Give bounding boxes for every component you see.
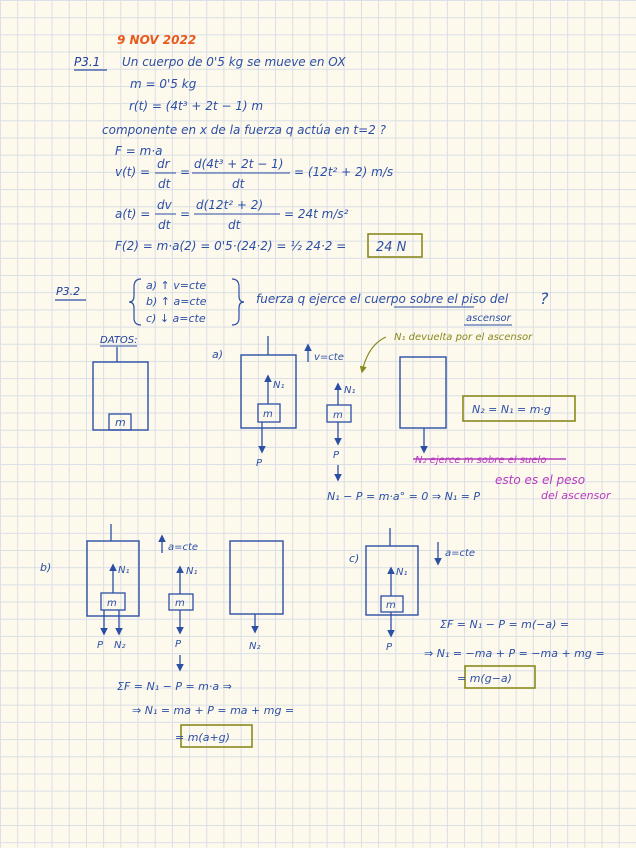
ans-c: = m(g−a): [457, 672, 512, 685]
eq-b1: ΣF = N₁ − P = m·a ⇒: [117, 680, 232, 693]
a-mass-box: [257, 403, 281, 423]
datos-mass-label: m: [115, 416, 126, 429]
a-deriv-den: dt: [228, 218, 242, 232]
fb-normal-label: N₁: [344, 385, 356, 396]
a-frac-num: dv: [157, 198, 173, 212]
fb-mass-label: m: [333, 410, 343, 421]
date-heading: 9 NOV 2022: [117, 33, 196, 47]
fb-weight-label: P: [333, 450, 340, 461]
eq-a: N₁ − P = m·a° = 0 ⇒ N₁ = P: [327, 490, 480, 503]
c-mass-box: [380, 595, 404, 613]
note-n1-arrow: [359, 336, 387, 374]
answer-box: [367, 233, 423, 258]
a-frac-den: dt: [158, 218, 172, 232]
b-weight-label: P: [97, 640, 104, 651]
note-n1: N₁ devuelta por el ascensor: [394, 332, 533, 343]
a-lhs: a(t) =: [115, 207, 150, 221]
b-elevator: [86, 540, 140, 617]
question-mark: ?: [540, 289, 549, 308]
case-c: c) ↓ a=cte: [146, 312, 206, 325]
eq-b2: ⇒ N₁ = ma + P = ma + mg =: [132, 704, 294, 717]
v-deriv-den: dt: [232, 177, 246, 191]
a-weight-label: P: [256, 458, 263, 469]
fb-mass-box: [326, 404, 352, 423]
v-equals: =: [180, 165, 190, 179]
a-deriv-num: d(12t² + 2): [196, 198, 263, 212]
b-lone-elevator: [229, 540, 284, 615]
v-result: = (12t² + 2) m/s: [294, 165, 393, 179]
c-normal-label: N₁: [396, 567, 408, 578]
c-mass-label: m: [386, 600, 396, 611]
lone-elevator: [399, 356, 447, 429]
part-a-label: a): [212, 348, 223, 361]
b-lone-n2-label: N₂: [249, 641, 261, 652]
b-accel-label: a=cte: [168, 542, 198, 553]
p31-position: r(t) = (4t³ + 2t − 1) m: [129, 99, 263, 113]
part-c-label: c): [349, 552, 359, 565]
case-a: a) ↑ v=cte: [146, 279, 206, 292]
eq-c1: ΣF = N₁ − P = m(−a) =: [440, 618, 569, 631]
p32-question: fuerza q ejerce el cuerpo sobre el piso …: [256, 292, 509, 306]
p31-law: F = m·a: [115, 144, 162, 158]
v-lhs: v(t) =: [115, 165, 150, 179]
a-equals: =: [180, 207, 190, 221]
right-brace: [231, 278, 245, 326]
part-b-label: b): [40, 561, 51, 574]
force-line: F(2) = m·a(2) = 0'5·(24·2) = ½ 24·2 =: [115, 239, 346, 253]
ans-c-box: [464, 665, 536, 689]
a-velocity-label: v=cte: [314, 352, 344, 363]
a-elevator: [240, 354, 297, 429]
a-normal-label: N₁: [273, 380, 285, 391]
c-elevator: [365, 545, 419, 616]
b-mass-label: m: [107, 598, 117, 609]
peso-note-1: esto es el peso: [495, 473, 585, 487]
c-accel-label: a=cte: [445, 548, 475, 559]
case-b: b) ↑ a=cte: [146, 295, 207, 308]
v-frac-num: dr: [157, 157, 171, 171]
datos-mass-box: [108, 413, 132, 431]
ans-b: = m(a+g): [175, 731, 230, 744]
strike-note: N₂ ejerce m sobre el suelo: [415, 455, 546, 466]
a-mass-label: m: [263, 409, 273, 420]
eq-c2: ⇒ N₁ = −ma + P = −ma + mg =: [424, 647, 605, 660]
answer-value: 24 N: [376, 240, 407, 255]
a-result: = 24t m/s²: [284, 207, 349, 221]
datos-label: DATOS:: [100, 335, 138, 346]
bfb-normal-label: N₁: [186, 566, 198, 577]
n2-equation: N₂ = N₁ = m·g: [472, 403, 551, 416]
p31-mass: m = 0'5 kg: [130, 77, 197, 91]
p31-question: componente en x de la fuerza q actúa en …: [102, 123, 387, 137]
c-weight-label: P: [386, 642, 393, 653]
v-deriv-num: d(4t³ + 2t − 1): [194, 157, 283, 171]
n2-box: [462, 395, 576, 422]
b-n2-label: N₂: [114, 640, 126, 651]
ans-b-box: [180, 724, 253, 748]
left-brace: [128, 278, 142, 326]
p32-question-ascensor: ascensor: [466, 313, 512, 324]
p31-statement: Un cuerpo de 0'5 kg se mueve en OX: [122, 55, 346, 69]
peso-note-2: del ascensor: [541, 489, 612, 502]
b-normal-label: N₁: [118, 565, 130, 576]
v-frac-den: dt: [158, 177, 172, 191]
bfb-mass-box: [168, 593, 194, 611]
bfb-weight-label: P: [175, 639, 182, 650]
p31-label: P3.1: [74, 55, 100, 69]
bfb-mass-label: m: [175, 598, 185, 609]
p32-label: P3.2: [56, 285, 80, 298]
